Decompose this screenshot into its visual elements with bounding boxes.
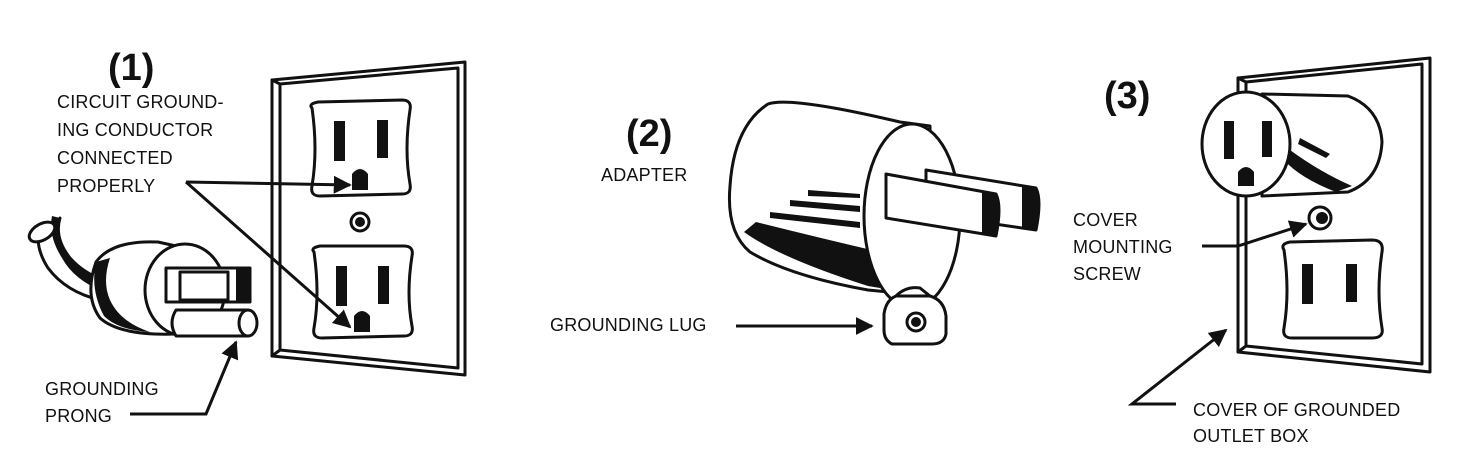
cover-leader <box>1127 328 1228 406</box>
wall-outlet-icon <box>270 60 467 377</box>
plug-icon <box>27 216 259 338</box>
prong-label-line-1: GROUNDING <box>45 379 159 399</box>
lug-label: GROUNDING LUG <box>550 315 707 335</box>
prong-label: GROUNDING PRONG <box>45 379 164 426</box>
cover-label: COVER OF GROUNDED OUTLET BOX <box>1193 400 1406 446</box>
panel-2: (2) ADAPTER GROUNDING LUG <box>550 100 1041 346</box>
conductor-label-line-4: PROPERLY <box>57 176 155 196</box>
conductor-label-line-2: ING CONDUCTOR <box>57 120 213 140</box>
conductor-label-line-1: CIRCUIT GROUND- <box>57 92 224 112</box>
cover-label-line-2: OUTLET BOX <box>1193 426 1309 446</box>
conductor-leaders <box>185 175 352 329</box>
panel-1-number: (1) <box>108 47 154 89</box>
panel-1: (1) CIRCUIT GROUND- ING CONDUCTOR CONNEC… <box>27 47 467 426</box>
prong-leader <box>130 340 239 416</box>
panel-2-number: (2) <box>626 113 672 155</box>
conductor-label-line-3: CONNECTED <box>57 148 173 168</box>
adapter-icon <box>1200 90 1384 198</box>
adapter-icon <box>727 100 1041 310</box>
adapter-label: ADAPTER <box>601 165 687 185</box>
panel-3: (3) COVER MOUNTING SCREW <box>1073 56 1432 446</box>
screw-label-line-2: MOUNTING <box>1073 237 1173 257</box>
conductor-label: CIRCUIT GROUND- ING CONDUCTOR CONNECTED … <box>57 92 229 196</box>
prong-label-line-2: PRONG <box>45 406 112 426</box>
screw-label-line-1: COVER <box>1073 210 1138 230</box>
screw-leader <box>1202 220 1308 248</box>
screw-label: COVER MOUNTING SCREW <box>1073 210 1178 284</box>
screw-label-line-3: SCREW <box>1073 264 1141 284</box>
grounding-lug-icon <box>882 286 948 346</box>
panel-3-number: (3) <box>1104 75 1150 117</box>
cover-label-line-1: COVER OF GROUNDED <box>1193 400 1400 420</box>
